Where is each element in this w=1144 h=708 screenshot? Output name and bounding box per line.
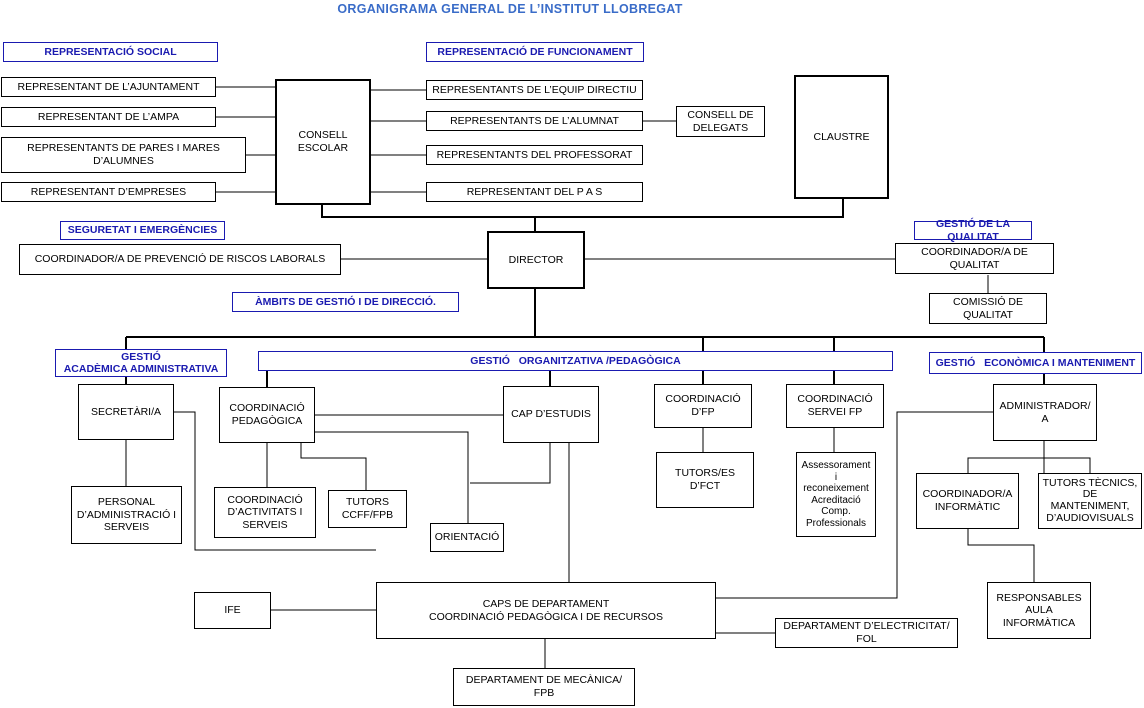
- node-orientacio: ORIENTACIÓ: [430, 523, 504, 552]
- node-pares: REPRESENTANTS DE PARES I MARES D’ALUMNES: [1, 137, 246, 173]
- node-coord-servei: COORDINACIÓ SERVEI FP: [786, 384, 884, 428]
- node-tutors-tecnics: TUTORS TÈCNICS, DE MANTENIMENT, D’AUDIOV…: [1038, 473, 1142, 529]
- node-coord-informatic: COORDINADOR/A INFORMÀTIC: [916, 473, 1019, 529]
- node-secretaria: SECRETÀRI/A: [78, 384, 174, 440]
- connector: [173, 411, 376, 551]
- node-consell-delegats: CONSELL DE DELEGATS: [676, 106, 765, 137]
- node-assessorament: Assessorament i reconeixement Acreditaci…: [796, 452, 876, 537]
- header-organitzativa: GESTIÓ ORGANITZATIVA /PEDAGÒGICA: [258, 351, 893, 371]
- node-pas: REPRESENTANT DEL P A S: [426, 182, 643, 202]
- node-administrador: ADMINISTRADOR/ A: [993, 384, 1097, 441]
- node-dept-electricitat: DEPARTAMENT D’ELECTRICITAT/ FOL: [775, 618, 958, 648]
- connector: [967, 457, 1091, 473]
- node-cap-estudis: CAP D’ESTUDIS: [503, 386, 599, 443]
- connector: [715, 411, 993, 599]
- node-tutors-ccff: TUTORS CCFF/FPB: [328, 490, 407, 528]
- node-ife: IFE: [194, 592, 271, 629]
- node-coord-activitats: COORDINACIÓ D’ACTIVITATS I SERVEIS: [214, 487, 316, 538]
- chart-title: ORGANIGRAMA GENERAL DE L’INSTITUT LLOBRE…: [337, 2, 683, 16]
- node-empreses: REPRESENTANT D’EMPRESES: [1, 182, 216, 202]
- node-coord-fp: COORDINACIÓ D’FP: [654, 384, 752, 428]
- node-comissio-qualitat: COMISSIÓ DE QUALITAT: [929, 293, 1047, 324]
- node-coord-pedagogica: COORDINACIÓ PEDAGÒGICA: [219, 387, 315, 443]
- node-claustre: CLAUSTRE: [794, 75, 889, 199]
- header-academica: GESTIÓ ACADÈMICA ADMINISTRATIVA: [55, 349, 227, 377]
- header-funcionament: REPRESENTACIÓ DE FUNCIONAMENT: [426, 42, 644, 62]
- header-ambits: ÀMBITS DE GESTIÓ I DE DIRECCIÓ.: [232, 292, 459, 312]
- node-dept-mecanica: DEPARTAMENT DE MECÀNICA/ FPB: [453, 668, 635, 706]
- connector: [314, 431, 469, 523]
- header-social: REPRESENTACIÓ SOCIAL: [3, 42, 218, 62]
- node-professorat: REPRESENTANTS DEL PROFESSORAT: [426, 145, 643, 165]
- node-coord-qualitat: COORDINADOR/A DE QUALITAT: [895, 243, 1054, 274]
- node-responsables-aula: RESPONSABLES AULA INFORMÀTICA: [987, 582, 1091, 639]
- node-tutors-fct: TUTORS/ES D’FCT: [656, 452, 754, 508]
- header-qualitat: GESTIÓ DE LA QUALITAT: [914, 218, 1032, 243]
- node-ajuntament: REPRESENTANT DE L’AJUNTAMENT: [1, 77, 216, 97]
- header-seguretat: SEGURETAT I EMERGÈNCIES: [60, 221, 225, 240]
- node-consell-escolar: CONSELL ESCOLAR: [275, 79, 371, 205]
- connector: [300, 443, 367, 490]
- node-director: DIRECTOR: [487, 231, 585, 289]
- header-economica: GESTIÓ ECONÒMICA I MANTENIMENT: [929, 352, 1142, 374]
- node-riscos: COORDINADOR/A DE PREVENCIÓ DE RISCOS LAB…: [19, 244, 341, 275]
- node-ampa: REPRESENTANT DE L’AMPA: [1, 107, 216, 127]
- node-caps-departament: CAPS DE DEPARTAMENT COORDINACIÓ PEDAGÒGI…: [376, 582, 716, 639]
- node-personal: PERSONAL D’ADMINISTRACIÓ I SERVEIS: [71, 486, 182, 544]
- connector: [321, 198, 844, 218]
- node-equip-directiu: REPRESENTANTS DE L’EQUIP DIRECTIU: [426, 80, 643, 100]
- node-alumnat: REPRESENTANTS DE L’ALUMNAT: [426, 111, 643, 131]
- connector: [967, 529, 1035, 582]
- connector: [470, 443, 551, 484]
